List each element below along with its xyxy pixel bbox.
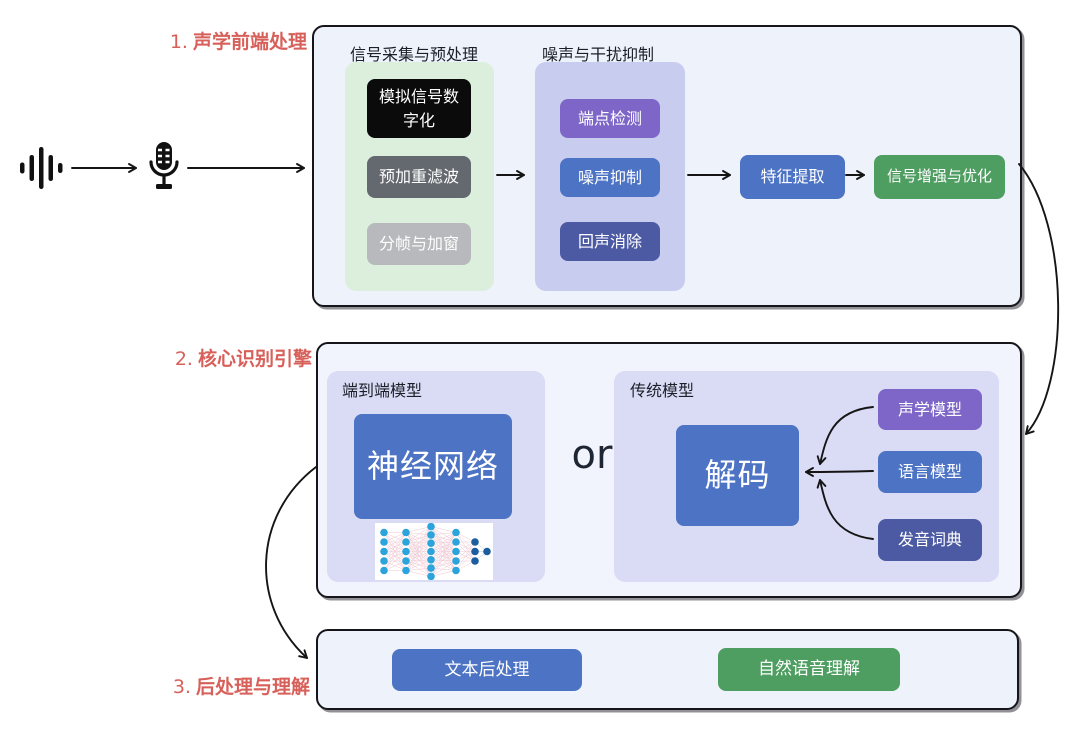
- waveform-icon: [20, 147, 63, 189]
- box-framing-window: 分帧与加窗: [367, 223, 471, 265]
- box-natural-speech-understanding: 自然语音理解: [718, 648, 900, 691]
- box-noise-suppression: 噪声抑制: [560, 158, 660, 197]
- noise-group-title: 噪声与干扰抑制: [542, 45, 655, 64]
- box-language-model: 语言模型: [878, 451, 982, 493]
- box-preemphasis: 预加重滤波: [367, 156, 471, 198]
- box-acoustic-model: 声学模型: [878, 389, 982, 430]
- neural-network-image: [375, 523, 493, 580]
- traditional-group-title: 传统模型: [630, 381, 695, 400]
- stage2-number: 2.: [174, 348, 193, 370]
- stage2-title: 核心识别引擎: [197, 348, 312, 370]
- or-text: or: [571, 432, 613, 478]
- signal-group-title: 信号采集与预处理: [350, 45, 479, 64]
- stage1-number: 1.: [169, 31, 188, 53]
- stage2-section: 端到端模型 神经网络 or 传统模型 解码 声学模型 语言模型 发音词典: [316, 342, 1022, 598]
- stage3-title: 后处理与理解: [195, 676, 310, 698]
- box-neural-network: 神经网络: [354, 414, 512, 519]
- end-to-end-group-title: 端到端模型: [342, 381, 423, 400]
- stage1-label: 1.声学前端处理: [120, 27, 307, 54]
- box-feature-extraction: 特征提取: [740, 155, 845, 199]
- stage3-label: 3.后处理与理解: [115, 672, 310, 699]
- box-echo-cancellation: 回声消除: [560, 222, 660, 261]
- stage3-number: 3.: [172, 676, 191, 698]
- stage3-section: 文本后处理 自然语音理解: [316, 629, 1019, 710]
- box-endpoint-detection: 端点检测: [560, 99, 660, 138]
- stage2-label: 2.核心识别引擎: [120, 344, 312, 371]
- stage1-section: 信号采集与预处理 模拟信号数字化 预加重滤波 分帧与加窗 噪声与干扰抑制 端点检…: [312, 25, 1022, 307]
- box-signal-enhancement: 信号增强与优化: [874, 155, 1005, 199]
- box-pronunciation-lexicon: 发音词典: [878, 519, 982, 561]
- stage1-title: 声学前端处理: [192, 31, 307, 53]
- box-decoder: 解码: [676, 425, 799, 526]
- box-text-postprocessing: 文本后处理: [392, 649, 582, 691]
- box-analog-digitize: 模拟信号数字化: [367, 79, 471, 138]
- microphone-icon: [149, 142, 179, 189]
